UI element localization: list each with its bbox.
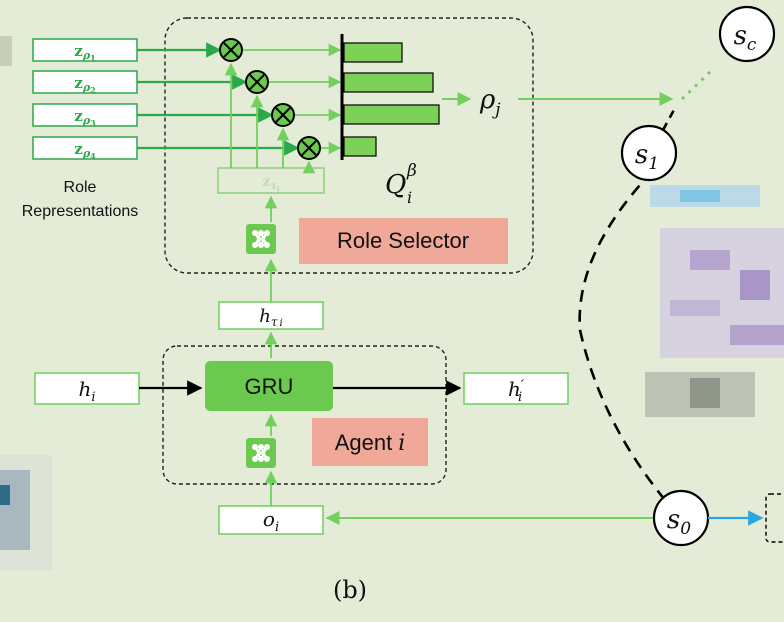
h-in-box: [34, 372, 140, 405]
multiply-icon: [219, 38, 243, 62]
obs-box: [218, 505, 324, 535]
role-rep-arrows: [137, 42, 300, 156]
next-state-box-partial: [765, 493, 784, 543]
h-tau-box: [218, 301, 324, 330]
q-beta-superscript: β: [406, 161, 417, 181]
trajectory-path: [578, 184, 667, 501]
multiply-nodes: [219, 38, 321, 160]
role-rep-label-3: zρ3: [74, 107, 96, 128]
figure-label: (b): [333, 576, 367, 604]
role-rep-label-4: zρ4: [74, 140, 96, 161]
state-node-s1: s1: [620, 124, 678, 182]
h-out-label: h′i: [508, 377, 525, 405]
role-rep-label-1: zρ1: [74, 42, 95, 63]
role-selector-container: [164, 17, 534, 274]
role-rep-label-2: zρ2: [74, 74, 95, 95]
agent-box: [312, 418, 428, 466]
multiply-icon: [245, 70, 269, 94]
pixelated-region-left: [0, 36, 52, 570]
role-selector-network-icon: [245, 223, 277, 255]
q-beta-subscript: i: [407, 188, 412, 207]
z-tau-arrows: [224, 62, 316, 174]
agent-container: [162, 345, 447, 485]
product-arrows: [242, 43, 342, 155]
z-tau-box: [217, 167, 325, 194]
svg-text:s1: s1: [635, 140, 659, 174]
multiply-icon: [271, 103, 295, 127]
z-tau-label: zτi: [262, 174, 280, 193]
role-representation-list: zρ1 zρ2 zρ3 zρ4: [32, 38, 138, 161]
h-out-box: [463, 372, 569, 405]
q-bars: [343, 42, 440, 157]
trajectory-path-upper: [661, 107, 677, 131]
q-bar-2: [343, 72, 434, 93]
svg-text:sc: sc: [734, 21, 757, 55]
pixelated-region-right: [645, 185, 784, 417]
role-selector-box: [299, 218, 508, 264]
h-in-label: hi: [78, 377, 95, 405]
state-node-sc: sc: [718, 5, 776, 63]
role-representations-caption-line1: Role: [64, 179, 97, 196]
svg-text:s0: s0: [667, 505, 691, 539]
dotted-link-to-sc: [680, 68, 714, 101]
rho-j-label: ρj: [479, 85, 501, 120]
q-bar-3: [343, 104, 440, 125]
gru-label: GRU: [245, 374, 294, 399]
multiply-icon: [297, 136, 321, 160]
q-beta-label: Q: [385, 170, 406, 200]
q-bar-1: [343, 42, 403, 63]
role-representations-caption-line2: Representations: [22, 203, 139, 220]
gru-block: [205, 361, 333, 411]
role-selector-label: Role Selector: [337, 228, 469, 253]
obs-label: oi: [263, 507, 279, 535]
state-node-s0: s0: [652, 489, 710, 547]
agent-network-icon: [245, 437, 277, 469]
q-bar-4: [343, 136, 377, 157]
